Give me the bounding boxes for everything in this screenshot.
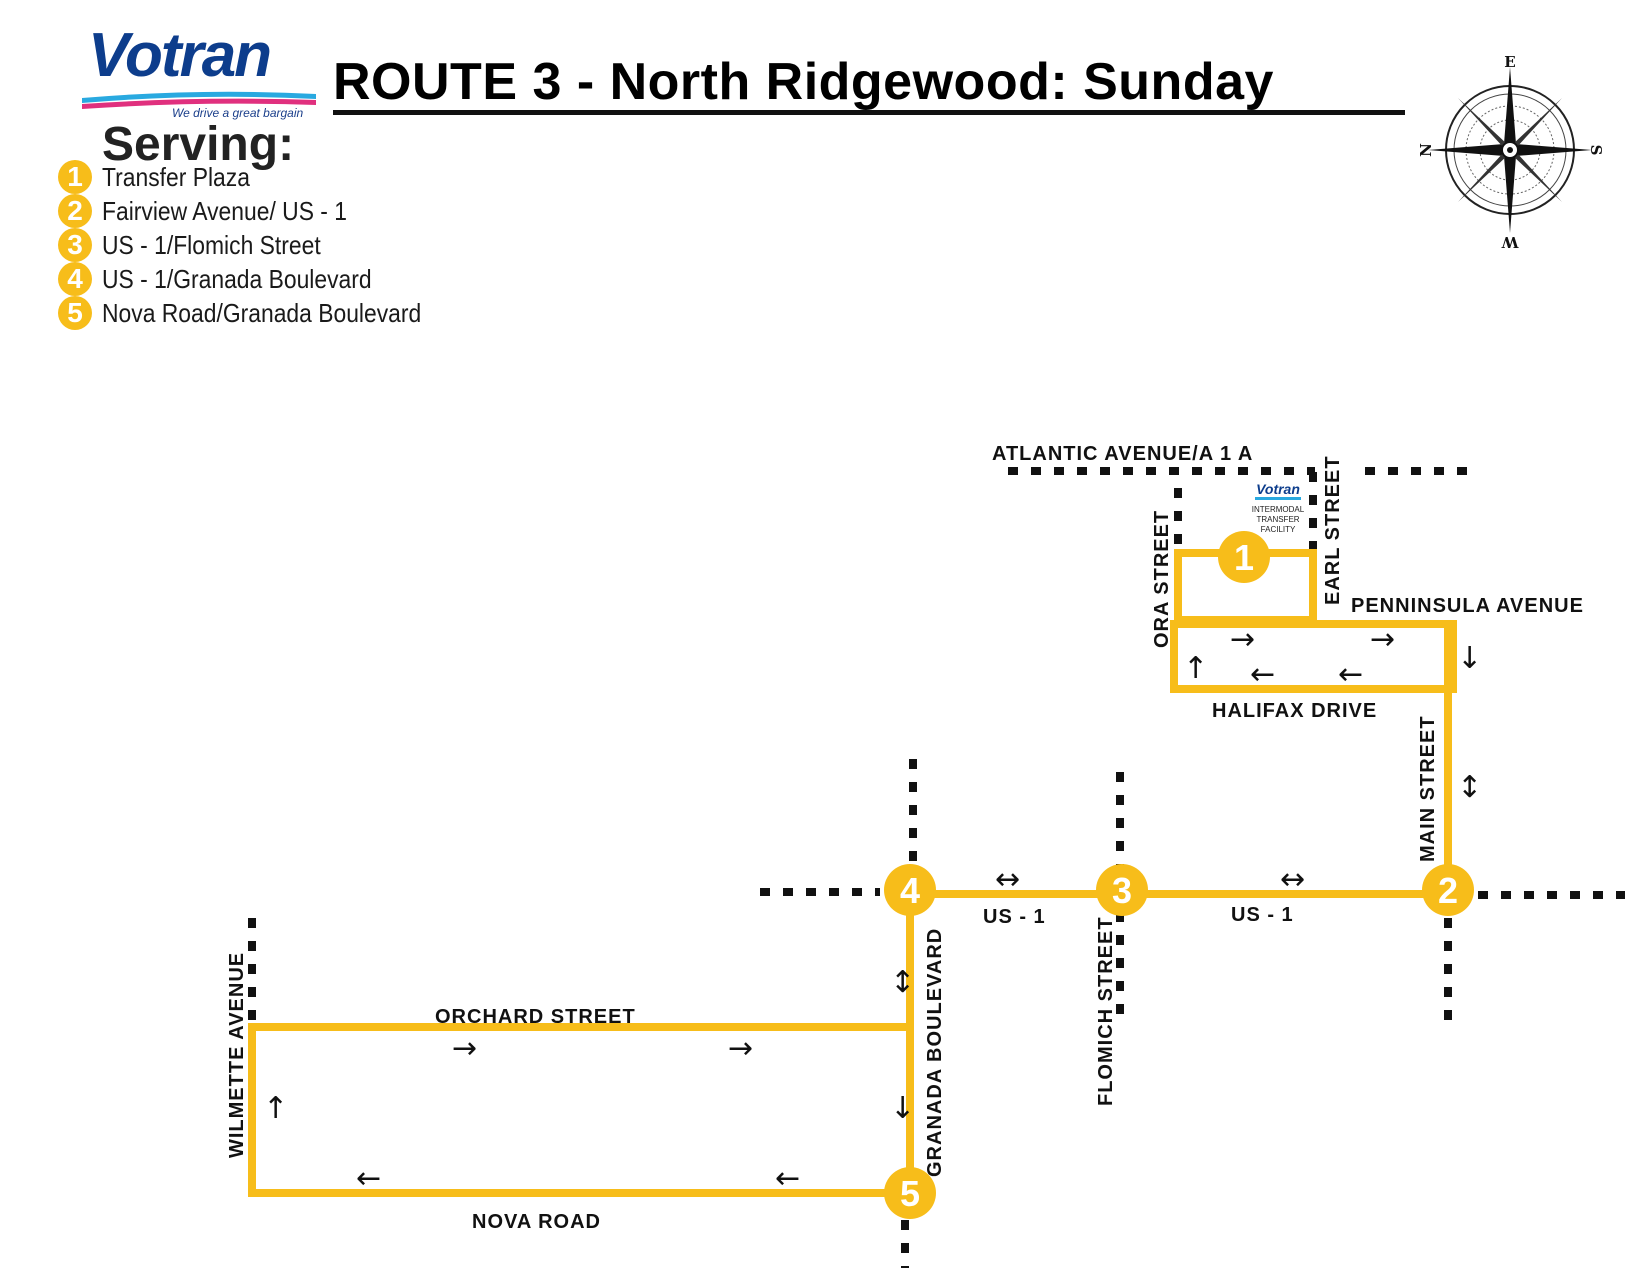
arrow-up-icon: ↑ — [263, 1091, 288, 1126]
street-label-wilmette: WILMETTE AVENUE — [226, 952, 248, 1158]
compass-label-right: S — [1587, 145, 1603, 156]
logo-tagline: We drive a great bargain — [172, 106, 304, 120]
stop-marker-label: 3 — [1112, 870, 1132, 911]
compass-label-bottom: W — [1500, 233, 1519, 251]
compass-rose-icon: E S W N — [1418, 55, 1603, 251]
logo-swoosh — [82, 91, 316, 109]
street-label-orchard: ORCHARD STREET — [435, 1006, 636, 1028]
street-label-halifax: HALIFAX DRIVE — [1212, 700, 1377, 722]
facility-line-1: INTERMODAL — [1252, 505, 1305, 514]
street-label-ora: ORA STREET — [1151, 510, 1173, 648]
street-label-flomich: FLOMICH STREET — [1095, 916, 1117, 1106]
logo-wordmark: Votran — [88, 21, 272, 90]
stop-marker-5: 5 — [884, 1167, 936, 1219]
stop-name: Nova Road/Granada Boulevard — [102, 297, 422, 328]
street-label-penninsula: PENNINSULA AVENUE — [1351, 595, 1584, 617]
street-label-main: MAIN STREET — [1417, 715, 1439, 862]
penninsula-halifax-loop — [1170, 620, 1457, 693]
stop-name: US - 1/Granada Boulevard — [102, 263, 372, 294]
arrow-both-horizontal-icon: ↔ — [995, 862, 1020, 897]
stop-marker-label: 4 — [900, 870, 920, 911]
route-line — [248, 549, 1457, 1200]
stop-list-item: 2 Fairview Avenue/ US - 1 — [58, 194, 380, 228]
stop-name: US - 1/Flomich Street — [102, 229, 321, 260]
arrow-right-icon: → — [452, 1031, 477, 1066]
stop-number-badge: 4 — [58, 262, 92, 296]
orchard-nova-loop — [248, 1023, 914, 1197]
arrow-right-icon: → — [1370, 622, 1395, 657]
stop-name: Transfer Plaza — [102, 161, 250, 192]
arrow-down-icon: ↓ — [1457, 641, 1482, 676]
arrow-both-vertical-icon: ↕ — [890, 965, 915, 1000]
arrow-left-icon: ← — [1250, 657, 1275, 692]
street-label-us1-west: US - 1 — [983, 906, 1046, 928]
stop-marker-label: 1 — [1234, 537, 1254, 578]
stop-number-badge: 2 — [58, 194, 92, 228]
street-label-earl: EARL STREET — [1322, 455, 1344, 605]
stop-number-badge: 5 — [58, 296, 92, 330]
street-label-granada: GRANADA BOULEVARD — [924, 928, 946, 1177]
stop-marker-2: 2 — [1422, 864, 1474, 916]
facility-line-2: TRANSFER — [1256, 515, 1299, 524]
street-grid — [248, 467, 1625, 1268]
stop-list-item: 5 Nova Road/Granada Boulevard — [58, 296, 465, 330]
street-label-us1-east: US - 1 — [1231, 904, 1294, 926]
serving-heading: Serving: — [102, 118, 295, 171]
street-label-atlantic: ATLANTIC AVENUE/A 1 A — [992, 443, 1253, 465]
stop-marker-1: 1 — [1218, 531, 1270, 583]
arrow-left-icon: ← — [775, 1161, 800, 1196]
street-label-nova: NOVA ROAD — [472, 1211, 601, 1233]
stop-number-badge: 3 — [58, 228, 92, 262]
arrow-left-icon: ← — [1338, 657, 1363, 692]
arrow-left-icon: ← — [356, 1161, 381, 1196]
votran-logo: Votran We drive a great bargain — [80, 21, 320, 125]
title-underline — [333, 110, 1405, 115]
arrow-both-vertical-icon: ↕ — [1457, 770, 1482, 805]
arrow-right-icon: → — [728, 1031, 753, 1066]
stop-list-item: 4 US - 1/Granada Boulevard — [58, 262, 408, 296]
stop-number-badge: 1 — [58, 160, 92, 194]
stop-list-item: 3 US - 1/Flomich Street — [58, 228, 351, 262]
stop-marker-4: 4 — [884, 864, 936, 916]
stop-name: Fairview Avenue/ US - 1 — [102, 195, 348, 226]
page-title: ROUTE 3 - North Ridgewood: Sunday — [333, 53, 1274, 111]
stop-marker-label: 5 — [900, 1173, 920, 1214]
stop-list-item: 1 Transfer Plaza — [58, 160, 270, 194]
stop-marker-3: 3 — [1096, 864, 1148, 916]
arrow-both-horizontal-icon: ↔ — [1280, 862, 1305, 897]
arrow-right-icon: → — [1230, 622, 1255, 657]
facility-logo-word: Votran — [1256, 481, 1300, 497]
arrow-up-icon: ↑ — [1183, 651, 1208, 686]
intermodal-facility-logo: Votran INTERMODAL TRANSFER FACILITY — [1252, 481, 1305, 534]
facility-line-3: FACILITY — [1261, 525, 1296, 534]
compass-label-left: N — [1418, 143, 1435, 157]
compass-label-top: E — [1504, 55, 1515, 71]
stop-marker-label: 2 — [1438, 870, 1458, 911]
arrow-down-icon: ↓ — [890, 1091, 915, 1126]
